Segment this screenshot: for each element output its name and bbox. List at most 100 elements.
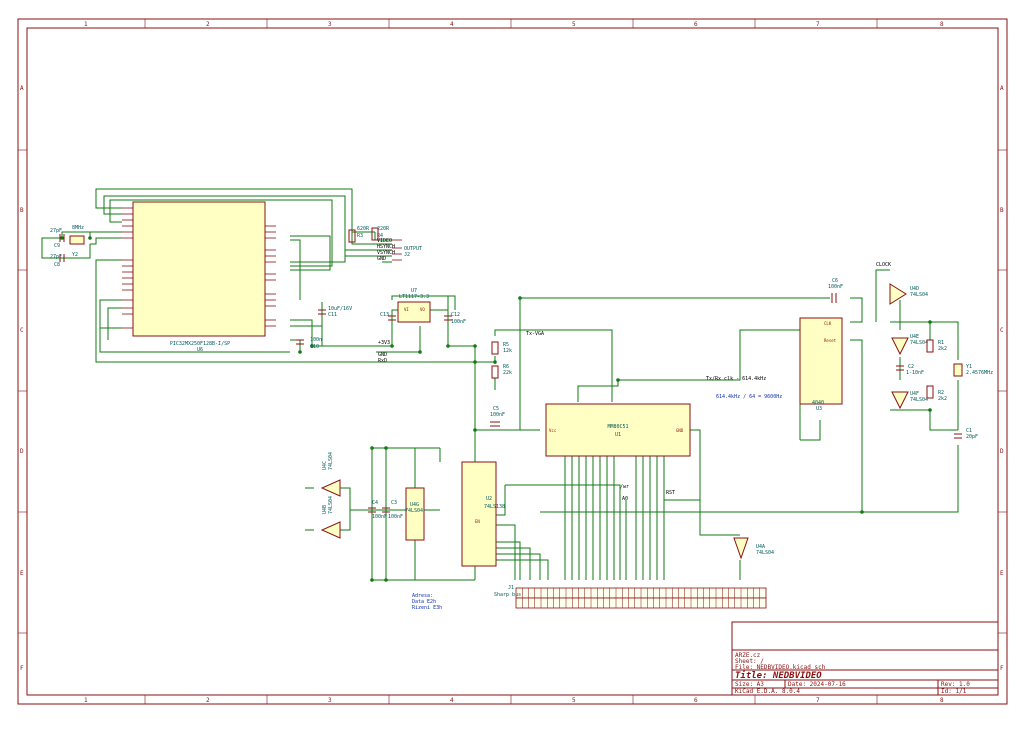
inverter-u4d[interactable]: U4D 74LS04 xyxy=(889,283,928,305)
y1-ref: Y1 xyxy=(966,364,972,370)
u1-mm80c51[interactable]: Vcc GND MM80C51 U1 xyxy=(545,403,691,457)
tb-kicad: KiCad E.D.A. 8.0.4 xyxy=(735,688,800,695)
label-video: VIDEO xyxy=(377,238,392,244)
resistor-r2[interactable]: R2 2k2 xyxy=(926,385,947,402)
capacitor-c11[interactable]: 10uF/16V C11 xyxy=(318,306,352,318)
u4d-ref: U4D xyxy=(910,286,919,292)
capacitor-c1[interactable]: C1 20pF xyxy=(954,428,978,440)
label-clock: CLOCK xyxy=(876,262,891,268)
u3-counter[interactable]: CLK Reset 4040 U3 xyxy=(799,317,843,412)
grid-col-4: 4 xyxy=(450,21,454,28)
c2-ref: C2 xyxy=(908,364,914,370)
svg-text:VI: VI xyxy=(404,307,409,312)
capacitor-c8[interactable]: 27pF C8 xyxy=(50,254,65,268)
tb-sheet: Sheet: / xyxy=(735,658,764,665)
u6-pic32[interactable]: PIC32MX250F128B-I/SP U6 xyxy=(122,201,276,353)
note-baud: 614.4kHz / 64 = 9600Hz xyxy=(716,394,782,400)
y1-value: 2.4576MHz xyxy=(966,370,993,376)
grid-col-5-bottom: 5 xyxy=(572,697,576,704)
u2-decoder[interactable]: EN U2 74LS138 xyxy=(461,461,505,567)
grid-col-2: 2 xyxy=(206,21,210,28)
grid-row-c-right: C xyxy=(1000,327,1004,334)
inverter-u4e[interactable]: U4E 74LS04 xyxy=(891,334,928,356)
capacitor-c10[interactable]: 100n C10 xyxy=(296,337,322,350)
u3-ref: U3 xyxy=(816,406,822,412)
resistor-r3[interactable]: 620R R3 xyxy=(348,226,370,243)
r1-value: 2k2 xyxy=(938,346,947,352)
grid-col-6-bottom: 6 xyxy=(694,697,698,704)
capacitor-c3[interactable]: C3 100nF xyxy=(382,500,403,520)
r6-ref: R6 xyxy=(503,364,509,370)
resistor-r5[interactable]: R5 12k xyxy=(491,341,512,355)
j1-ref: J1 xyxy=(508,585,514,591)
inverter-u4b[interactable]: U4B 74LS04 xyxy=(320,496,341,539)
j1-value: Sharp bus xyxy=(494,592,521,598)
capacitor-c12[interactable]: C12 100nF xyxy=(444,312,466,325)
svg-text:CLK: CLK xyxy=(824,321,832,326)
tb-rev: Rev: 1.0 xyxy=(941,681,970,688)
grid-col-2-bottom: 2 xyxy=(206,697,210,704)
u6-value: PIC32MX250F128B-I/SP xyxy=(170,341,230,347)
c8-ref: C8 xyxy=(54,262,60,268)
c11-value: 10uF/16V xyxy=(328,306,352,312)
j2-ref: J2 xyxy=(404,252,410,258)
u4a-ref: U4A xyxy=(756,544,765,550)
grid-col-4-bottom: 4 xyxy=(450,697,454,704)
label-txrx: Tx/Rx clk - 614.4kHz xyxy=(706,376,766,382)
label-gnd-rail: GND xyxy=(378,352,387,358)
c3-ref: C3 xyxy=(391,500,397,506)
note-address-data: Data E2h xyxy=(412,599,436,605)
grid-row-a: A xyxy=(20,85,24,92)
wires xyxy=(41,188,959,581)
r3-ref: R3 xyxy=(357,233,363,239)
u4g-ref: U4G xyxy=(410,502,419,508)
c1-value: 20pF xyxy=(966,434,978,440)
inverter-u4a[interactable]: U4A 74LS04 xyxy=(733,537,774,560)
c9-ref: C9 xyxy=(54,243,60,249)
y2-ref: Y2 xyxy=(72,252,78,258)
c12-ref: C12 xyxy=(451,312,460,318)
capacitor-c13[interactable]: C13 xyxy=(380,312,396,321)
u4g-power[interactable]: U4G 74LS04 xyxy=(405,487,425,541)
grid-row-f: F xyxy=(20,665,24,672)
tb-file: File: NEDBVIDEO.kicad_sch xyxy=(735,664,826,671)
tb-company: ARZE.cz xyxy=(735,652,761,659)
resistor-r4[interactable]: 220R R4 xyxy=(371,226,390,241)
svg-text:GND: GND xyxy=(676,428,684,433)
c13-ref: C13 xyxy=(380,312,389,318)
crystal-y2[interactable]: 8MHz Y2 xyxy=(69,225,85,258)
svg-text:Reset: Reset xyxy=(824,338,837,343)
resistor-r1[interactable]: R1 2k2 xyxy=(926,339,947,353)
capacitor-c6[interactable]: C6 100nF xyxy=(828,278,843,303)
c10-ref: C10 xyxy=(310,344,319,350)
resistor-r6[interactable]: R6 22k xyxy=(491,364,512,379)
label-a0: A0 xyxy=(622,496,628,502)
inverter-u4f[interactable]: U4F 74LS04 xyxy=(891,391,928,410)
grid-row-b-right: B xyxy=(1000,207,1004,214)
grid-row-f-right: F xyxy=(1000,665,1004,672)
c10-value: 100n xyxy=(310,337,322,343)
capacitor-c2[interactable]: C2 1-10nF xyxy=(896,364,924,376)
capacitor-c5[interactable]: C5 100nF xyxy=(490,406,505,427)
svg-text:EN: EN xyxy=(475,519,480,524)
u4c-ref: U4C xyxy=(322,461,328,470)
crystal-y1[interactable]: Y1 2.4576MHz xyxy=(953,363,993,377)
grid-row-e: E xyxy=(20,570,24,577)
u2-value: 74LS138 xyxy=(484,504,505,510)
grid-col-1-bottom: 1 xyxy=(84,697,88,704)
grid-col-3: 3 xyxy=(328,21,332,28)
regulator-u7[interactable]: VI VO U7 LT1117-3.3 xyxy=(397,288,431,323)
label-vsync: VSYNCH xyxy=(377,250,395,256)
capacitor-c9[interactable]: 27pF C9 xyxy=(50,228,65,249)
inverter-u4c[interactable]: U4C 74LS04 xyxy=(320,452,341,497)
connector-j1[interactable]: J1 Sharp bus xyxy=(494,585,767,609)
connector-j2[interactable]: VIDEO HSYNCH VSYNCH GND OUTPUT J2 xyxy=(377,238,422,262)
u4a-value: 74LS04 xyxy=(756,550,774,556)
r6-value: 22k xyxy=(503,370,512,376)
capacitor-c4[interactable]: C4 100nF xyxy=(368,500,387,520)
grid-col-7-bottom: 7 xyxy=(816,697,820,704)
c4-ref: C4 xyxy=(372,500,378,506)
u3-value: 4040 xyxy=(812,400,824,406)
u6-ref: U6 xyxy=(197,347,203,353)
